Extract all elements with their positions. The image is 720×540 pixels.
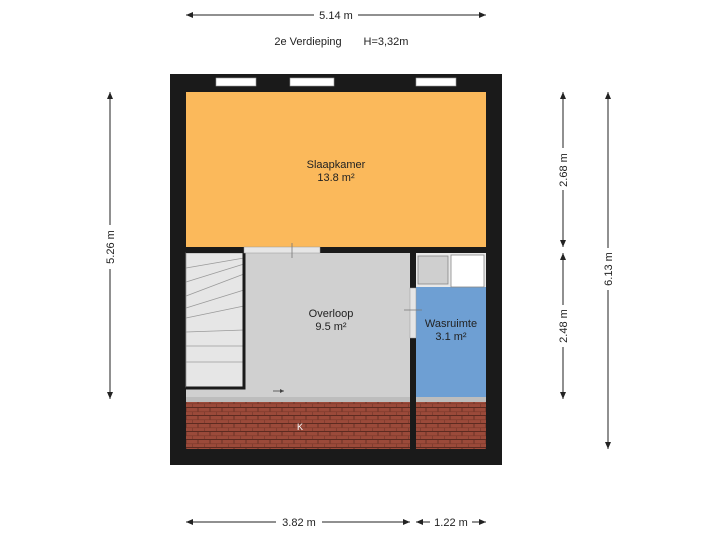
roof-left	[186, 401, 410, 449]
dim-top-label: 5.14 m	[319, 10, 353, 22]
dim-right-total: 6.13 m	[601, 92, 615, 449]
floor-label: 2e Verdieping	[274, 36, 341, 48]
dim-bottom-left-label: 3.82 m	[282, 517, 316, 529]
landing-area: 9.5 m²	[315, 321, 347, 333]
dim-left: 5.26 m	[103, 92, 117, 399]
roof-right	[416, 401, 486, 449]
dim-right-upper-label: 2.68 m	[558, 153, 570, 187]
height-label: H=3,32m	[364, 36, 409, 48]
svg-text:K: K	[297, 422, 303, 432]
dim-top: 5.14 m	[186, 8, 486, 22]
landing-name: Overloop	[309, 308, 354, 320]
room-bedroom	[186, 92, 486, 247]
bedroom-area: 13.8 m²	[317, 172, 355, 184]
dim-right-total-label: 6.13 m	[603, 252, 615, 286]
dim-right-split: 2.68 m 2.48 m	[556, 92, 570, 399]
dim-left-label: 5.26 m	[105, 230, 117, 264]
laundry-area: 3.1 m²	[435, 331, 467, 343]
staircase	[185, 252, 246, 390]
bedroom-name: Slaapkamer	[307, 159, 366, 171]
dim-right-lower-label: 2.48 m	[558, 309, 570, 343]
laundry-name: Wasruimte	[425, 318, 477, 330]
dim-bottom-right-label: 1.22 m	[434, 517, 468, 529]
dim-bottom: 3.82 m 1.22 m	[186, 515, 486, 529]
